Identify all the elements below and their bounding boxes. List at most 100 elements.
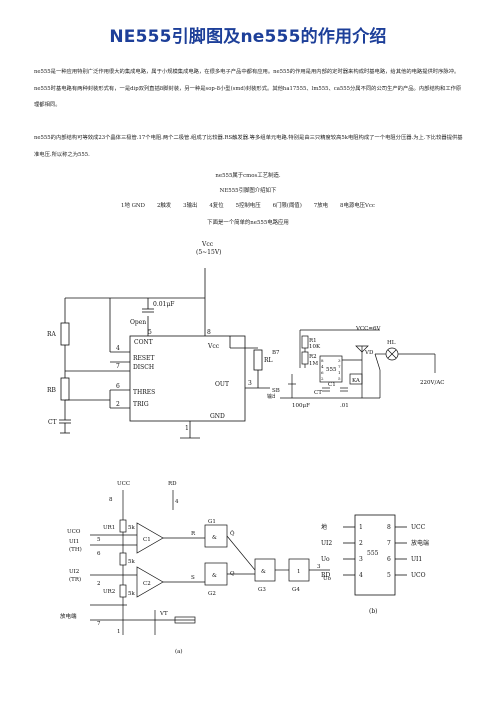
ra-label: RA xyxy=(47,331,57,338)
vcc-label: VCC=6V xyxy=(355,326,381,332)
pin-label: 7 xyxy=(338,364,341,369)
pin8-label: 8 xyxy=(207,329,211,336)
pin7-name: 放电端 xyxy=(411,539,429,547)
th-label: (TH) xyxy=(69,546,82,553)
rd-label: RD xyxy=(168,481,177,487)
pin-label: 5 xyxy=(338,376,341,381)
pin-label: 2 xyxy=(321,376,324,381)
resistor-5k-label: 5k xyxy=(128,559,135,565)
pin6-label: 6 xyxy=(116,383,120,390)
pin-label: 2 xyxy=(97,581,101,587)
cont-label: CONT xyxy=(134,339,153,346)
ui1-label: UI1 xyxy=(69,539,79,545)
page-title: NE555引脚图及ne555的作用介绍 xyxy=(109,27,387,47)
uco-label: UCO xyxy=(67,529,81,535)
pin-label: 8 xyxy=(109,497,113,503)
structure-paragraph: ne555的内部结构可等效成23个晶体三极管.17个电阻.两个二极管.组成了比较… xyxy=(34,135,463,158)
open-label: Open xyxy=(130,319,146,326)
ucc-label: UCC xyxy=(117,481,130,487)
comparator-c1-label: C1 xyxy=(143,537,151,543)
uo-label: Uo xyxy=(323,576,332,582)
hl-label: HL xyxy=(387,340,396,346)
pin1-label: 1 xyxy=(185,425,189,432)
gate-g2-label: G2 xyxy=(208,591,216,597)
gate-g1-label: G1 xyxy=(208,519,216,525)
resistor-5k-label: 5k xyxy=(128,591,135,597)
pin-item: 6门限(阈值) xyxy=(272,203,302,209)
vcc-range-label: (5~15V) xyxy=(196,249,222,256)
pin-number: 3 xyxy=(359,556,363,563)
gate-g3-label: G3 xyxy=(258,587,266,593)
discharge-label: 放电端 xyxy=(60,612,77,620)
vd-label: VD xyxy=(364,350,374,356)
pin-item: 4复位 xyxy=(209,203,224,209)
s-input-label: S xyxy=(191,575,195,581)
pin-number: 2 xyxy=(359,540,363,547)
rb-label: RB xyxy=(47,387,57,394)
and-symbol: & xyxy=(212,535,217,541)
r1-label: R1 xyxy=(309,338,317,344)
pin-number: 7 xyxy=(387,540,391,547)
pin-item: 1地 GND xyxy=(121,203,145,209)
intro-paragraph: ne555是一种应用特别广泛作用很大的集成电路，属于小规模集成电路，在很多电子产… xyxy=(34,69,462,108)
r1-value: 10K xyxy=(309,344,321,350)
reset-label: RESET xyxy=(133,355,154,362)
ac-label: 220V/AC xyxy=(420,380,445,386)
pin-label: 4 xyxy=(175,499,179,505)
and-symbol: & xyxy=(261,569,266,575)
comparator-c2-label: C2 xyxy=(143,581,151,587)
pin4-name: RD xyxy=(321,572,331,579)
pin-item: 5控制电压 xyxy=(235,203,261,209)
pin6-name: UI1 xyxy=(411,556,422,563)
vcc-label: Vcc xyxy=(201,241,214,248)
r2-value: 1M xyxy=(309,361,318,367)
c1-value: 100μF xyxy=(292,403,310,409)
pin-label: 6 xyxy=(321,370,324,375)
pin-item: 3输出 xyxy=(183,203,198,209)
pin1-name: 地 xyxy=(321,523,327,531)
pin-label: 3 xyxy=(338,358,341,363)
pin8-name: UCC xyxy=(411,524,426,531)
pin-item: 8电源电压Vcc xyxy=(340,203,375,209)
pin-diagram-figure: 地 UI2 Uo RD UCC 放电端 UI1 UCO 555 1 2 3 4 … xyxy=(321,514,429,615)
ct-label: CT xyxy=(314,390,322,396)
ur2-label: UR2 xyxy=(103,589,115,595)
internal-block-diagram-figure: UCC RD 5k 5k 5k UCO UR1 UI1 (TH) UI2 (TR… xyxy=(60,481,332,655)
thres-label: THRES xyxy=(133,389,155,396)
pin-label: 6 xyxy=(97,551,101,557)
pin-item: 2触发 xyxy=(156,203,172,209)
out-label: OUT xyxy=(215,381,229,388)
ct-value: .01 xyxy=(340,403,349,409)
pin-number: 5 xyxy=(387,572,391,579)
pin3-name: Uo xyxy=(321,556,330,563)
ur1-label: UR1 xyxy=(103,525,115,531)
pin5-name: UCO xyxy=(411,572,426,579)
pin-label: 7 xyxy=(97,621,101,627)
inverter-symbol: 1 xyxy=(297,569,301,575)
pin-label: 1 xyxy=(338,370,341,375)
figure-a-caption: (a) xyxy=(175,648,183,655)
resistor-5k-label: 5k xyxy=(128,525,135,531)
gnd-label: GND xyxy=(210,413,225,420)
pin-label: 1 xyxy=(117,629,121,635)
pin-number: 4 xyxy=(359,572,363,579)
trig-label: TRIG xyxy=(133,401,149,408)
basic-555-circuit-figure: Vcc (5~15V) 0.01μF Open 5 8 4 7 6 2 3 1 … xyxy=(47,241,275,439)
pin-number: 6 xyxy=(387,556,391,563)
pin2-label: 2 xyxy=(116,401,120,408)
chip-label: 555 xyxy=(367,550,379,557)
pin5-label: 5 xyxy=(148,329,152,336)
q-label: Q xyxy=(230,571,235,577)
disch-label: DISCH xyxy=(133,364,154,371)
b7-label: B7 xyxy=(272,350,280,356)
pin-label: 5 xyxy=(97,537,101,543)
and-symbol: & xyxy=(212,573,217,579)
tr-label: (TR) xyxy=(69,576,81,583)
sb-label: SB xyxy=(272,388,280,394)
pinout-heading: NE555引脚图介绍如下 xyxy=(219,188,277,194)
ct-label: CT xyxy=(48,419,57,426)
r2-label: R2 xyxy=(309,354,317,360)
pin-item: 7放电 xyxy=(313,203,329,209)
pin4-label: 4 xyxy=(116,345,120,352)
cap-label: 0.01μF xyxy=(153,301,174,308)
